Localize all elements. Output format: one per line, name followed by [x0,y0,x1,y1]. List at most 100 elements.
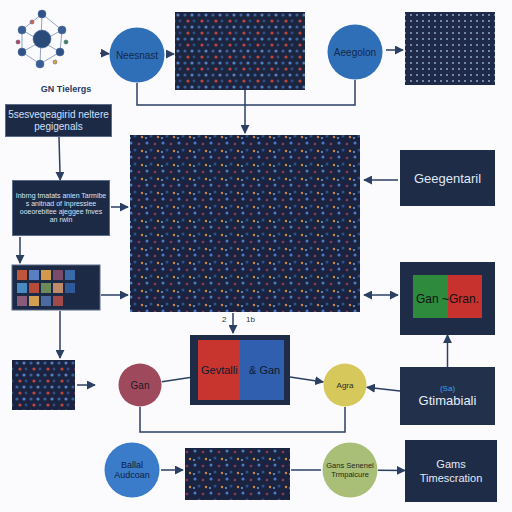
double-arrow [364,294,398,296]
circle-shape [328,25,383,80]
process-circle: Gans Senenel Trmpaicure [322,442,378,498]
thumb [41,283,51,293]
dot-panel-texture [405,12,495,85]
image-panel-texture [185,448,290,500]
thumb [65,283,75,293]
net-node [30,20,34,24]
node-text: (Sa) [440,384,455,393]
process-circle: Neesnast [109,27,165,83]
thumb [29,283,39,293]
connector-arrow [378,470,405,472]
process-circle: Ballal Audcoan [104,442,160,498]
node-text: Gtimabiali [419,393,477,408]
circle-shape [110,28,165,83]
merge-line [137,80,355,105]
arrow [244,105,246,133]
thumb [53,283,63,293]
merge-line [244,90,246,105]
thumb [53,296,63,306]
process-box: Gan ~Gran. [400,262,495,335]
process-circle: Agra [323,363,367,407]
arrow [232,313,234,333]
arrow [77,384,95,386]
color-block [198,340,240,400]
thumb [41,270,51,280]
connector-arrow [162,378,190,382]
line [291,469,321,471]
net-node [38,10,46,18]
thumb [17,270,27,280]
thumb [29,296,39,306]
net-node [36,60,44,68]
arrow [111,206,128,208]
net-link [22,30,62,52]
circle-shape [323,443,378,498]
callout-number: 2 [222,315,226,324]
process-box: Gams Timescration [405,440,497,502]
node-text: Gams Timescration [406,457,496,485]
arrow [166,53,174,55]
data-panel [130,135,360,312]
image-panel [185,448,290,500]
node-text: & Gan [249,364,280,376]
process-box: Inbrng tmatats anien Tarmibe s anitnad o… [12,180,110,236]
thumbnail-panel [12,265,100,310]
callout-number: 1b [246,315,255,324]
node-text: Gevtalli [201,364,238,376]
thumb [17,296,27,306]
node-text: Neesnast [116,50,158,61]
arrow [386,49,403,51]
dot-panel-texture [175,12,305,90]
net-node [18,48,26,56]
box-fill [400,262,495,335]
node-text: GN Tielergs [38,84,94,95]
image-panel-texture [12,360,75,410]
image-panel [12,360,75,410]
network-illustration [16,10,68,68]
thumbnails [17,270,75,306]
connector-arrow [140,407,345,432]
net-node [58,26,66,34]
node-text: Ballal Audcoan [107,460,157,480]
connector-arrow [100,52,109,54]
box-fill [190,335,290,405]
node-text: 5sesveqeagirid neltere pegigenals [6,109,111,133]
arrow [19,237,21,263]
thumb [29,270,39,280]
process-circle: Gan [118,363,162,407]
process-box: Gevtalli & Gan [190,335,290,405]
connector-arrow [367,387,400,391]
thumb [53,270,63,280]
illustration-node: GN Tielergs [8,6,100,96]
net-node [64,40,68,44]
connector-arrow [447,335,449,367]
connector-arrow [290,377,323,382]
net-node [33,30,51,48]
thumb [65,270,75,280]
process-circle: Aeegolon [327,24,383,80]
dot-panel [405,12,495,85]
node-text: Inbrng tmatats anien Tarmibe s anitnad o… [13,192,109,224]
arrow [59,311,61,358]
node-text: Aeegolon [334,47,376,58]
color-block [240,340,284,400]
arrow [364,179,398,181]
process-box: Geegentaril [400,150,495,206]
net-node [16,40,20,44]
arrow [161,469,183,471]
net-node [53,60,57,64]
process-box: 5sesveqeagirid neltere pegigenals [5,104,112,137]
process-box: (Sa)Gtimabiali [400,367,495,425]
node-text: Gan [131,380,150,391]
net-node [56,48,64,56]
node-text: Gans Senenel Trmpaicure [324,461,376,479]
net-node [18,26,26,34]
data-panel-texture [130,135,360,312]
thumb [17,283,27,293]
arrow [101,294,128,296]
circle-shape [105,443,160,498]
connector-arrow [59,137,60,180]
